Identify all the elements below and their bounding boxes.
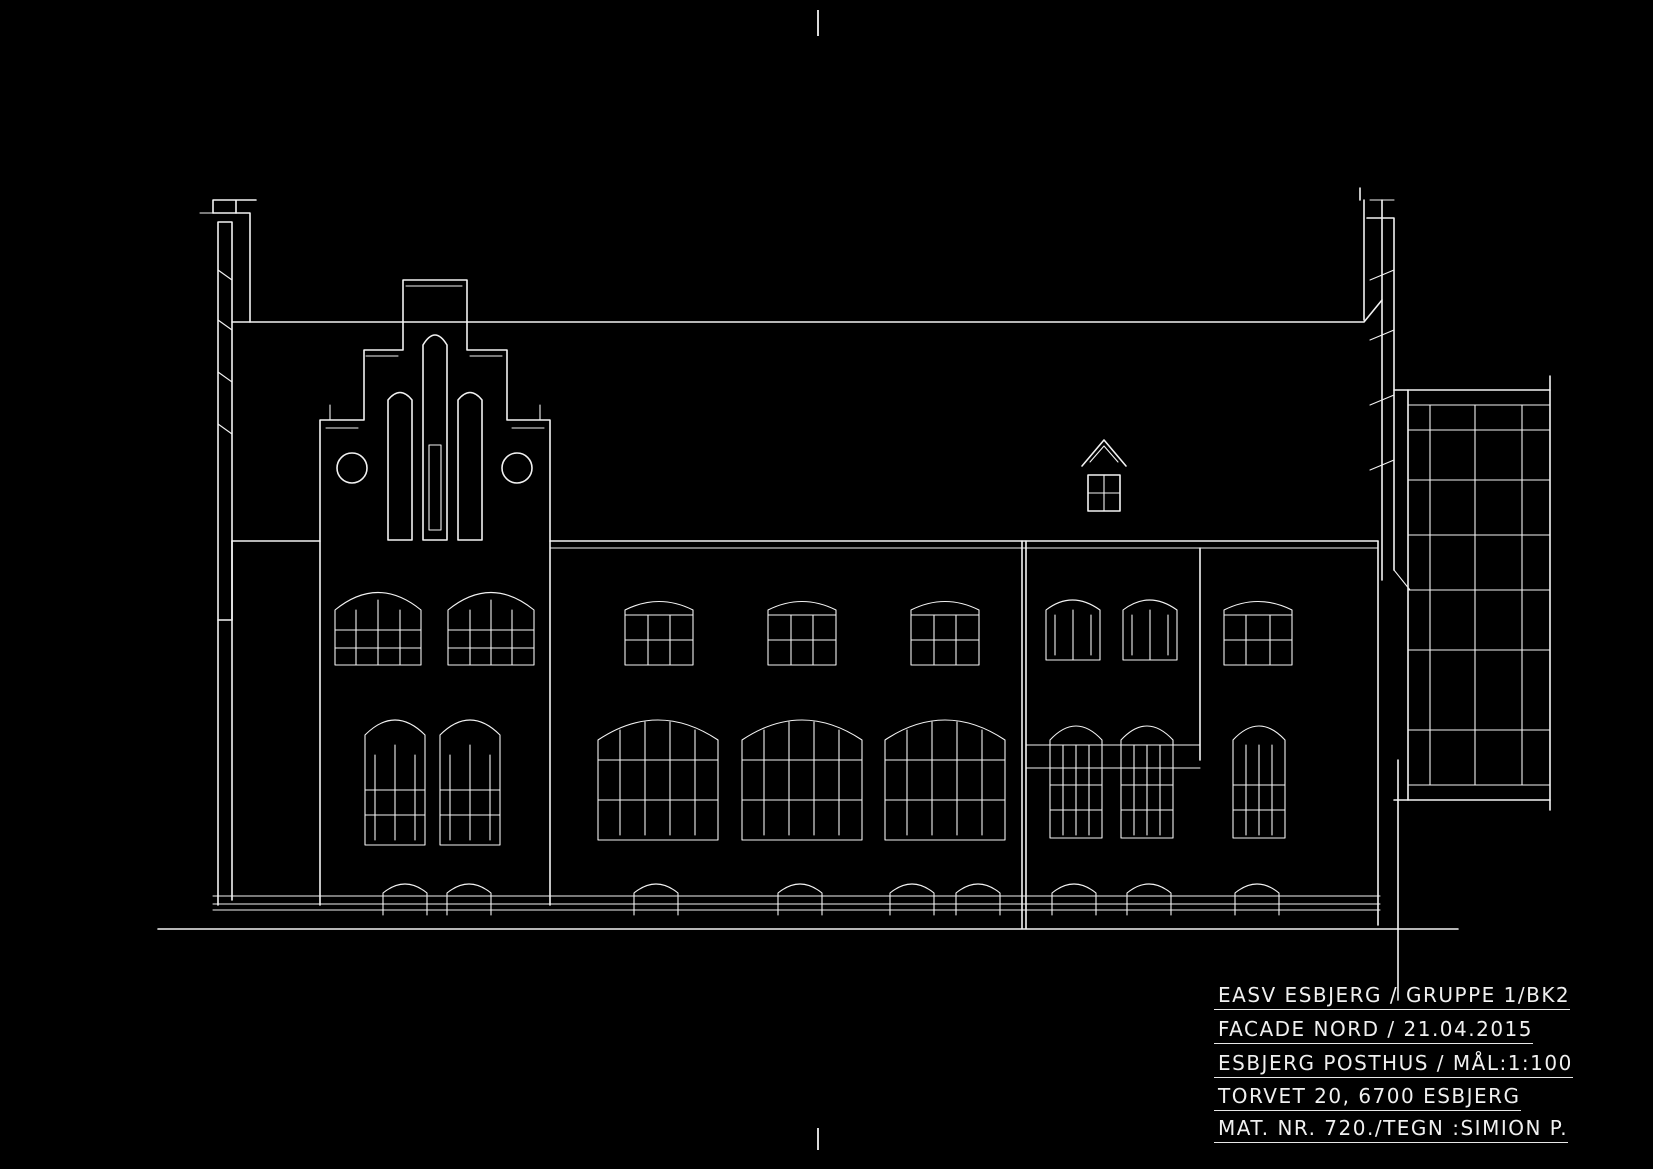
stepped-gable <box>319 279 551 906</box>
title-line-cadastre-author: MAT. NR. 720./TEGN :SIMION P. <box>1213 1116 1569 1143</box>
title-line-facade-date: FACADE NORD / 21.04.2015 <box>1213 1017 1534 1044</box>
upper-windows <box>334 592 1293 666</box>
glass-annex <box>1393 375 1551 1001</box>
title-line-building-scale: ESBJERG POSTHUS / MÅL:1:100 <box>1214 1051 1573 1078</box>
dormer-window <box>1081 439 1127 512</box>
left-chimney <box>199 199 257 621</box>
title-line-address: TORVET 20, 6700 ESBJERG <box>1214 1084 1521 1111</box>
basement-windows <box>382 883 1280 916</box>
title-line-school-group: EASV ESBJERG / GRUPPE 1/BK2 <box>1213 983 1571 1010</box>
roof-outline <box>231 299 1383 323</box>
right-chimney <box>1359 187 1395 581</box>
lower-windows <box>364 719 1286 846</box>
